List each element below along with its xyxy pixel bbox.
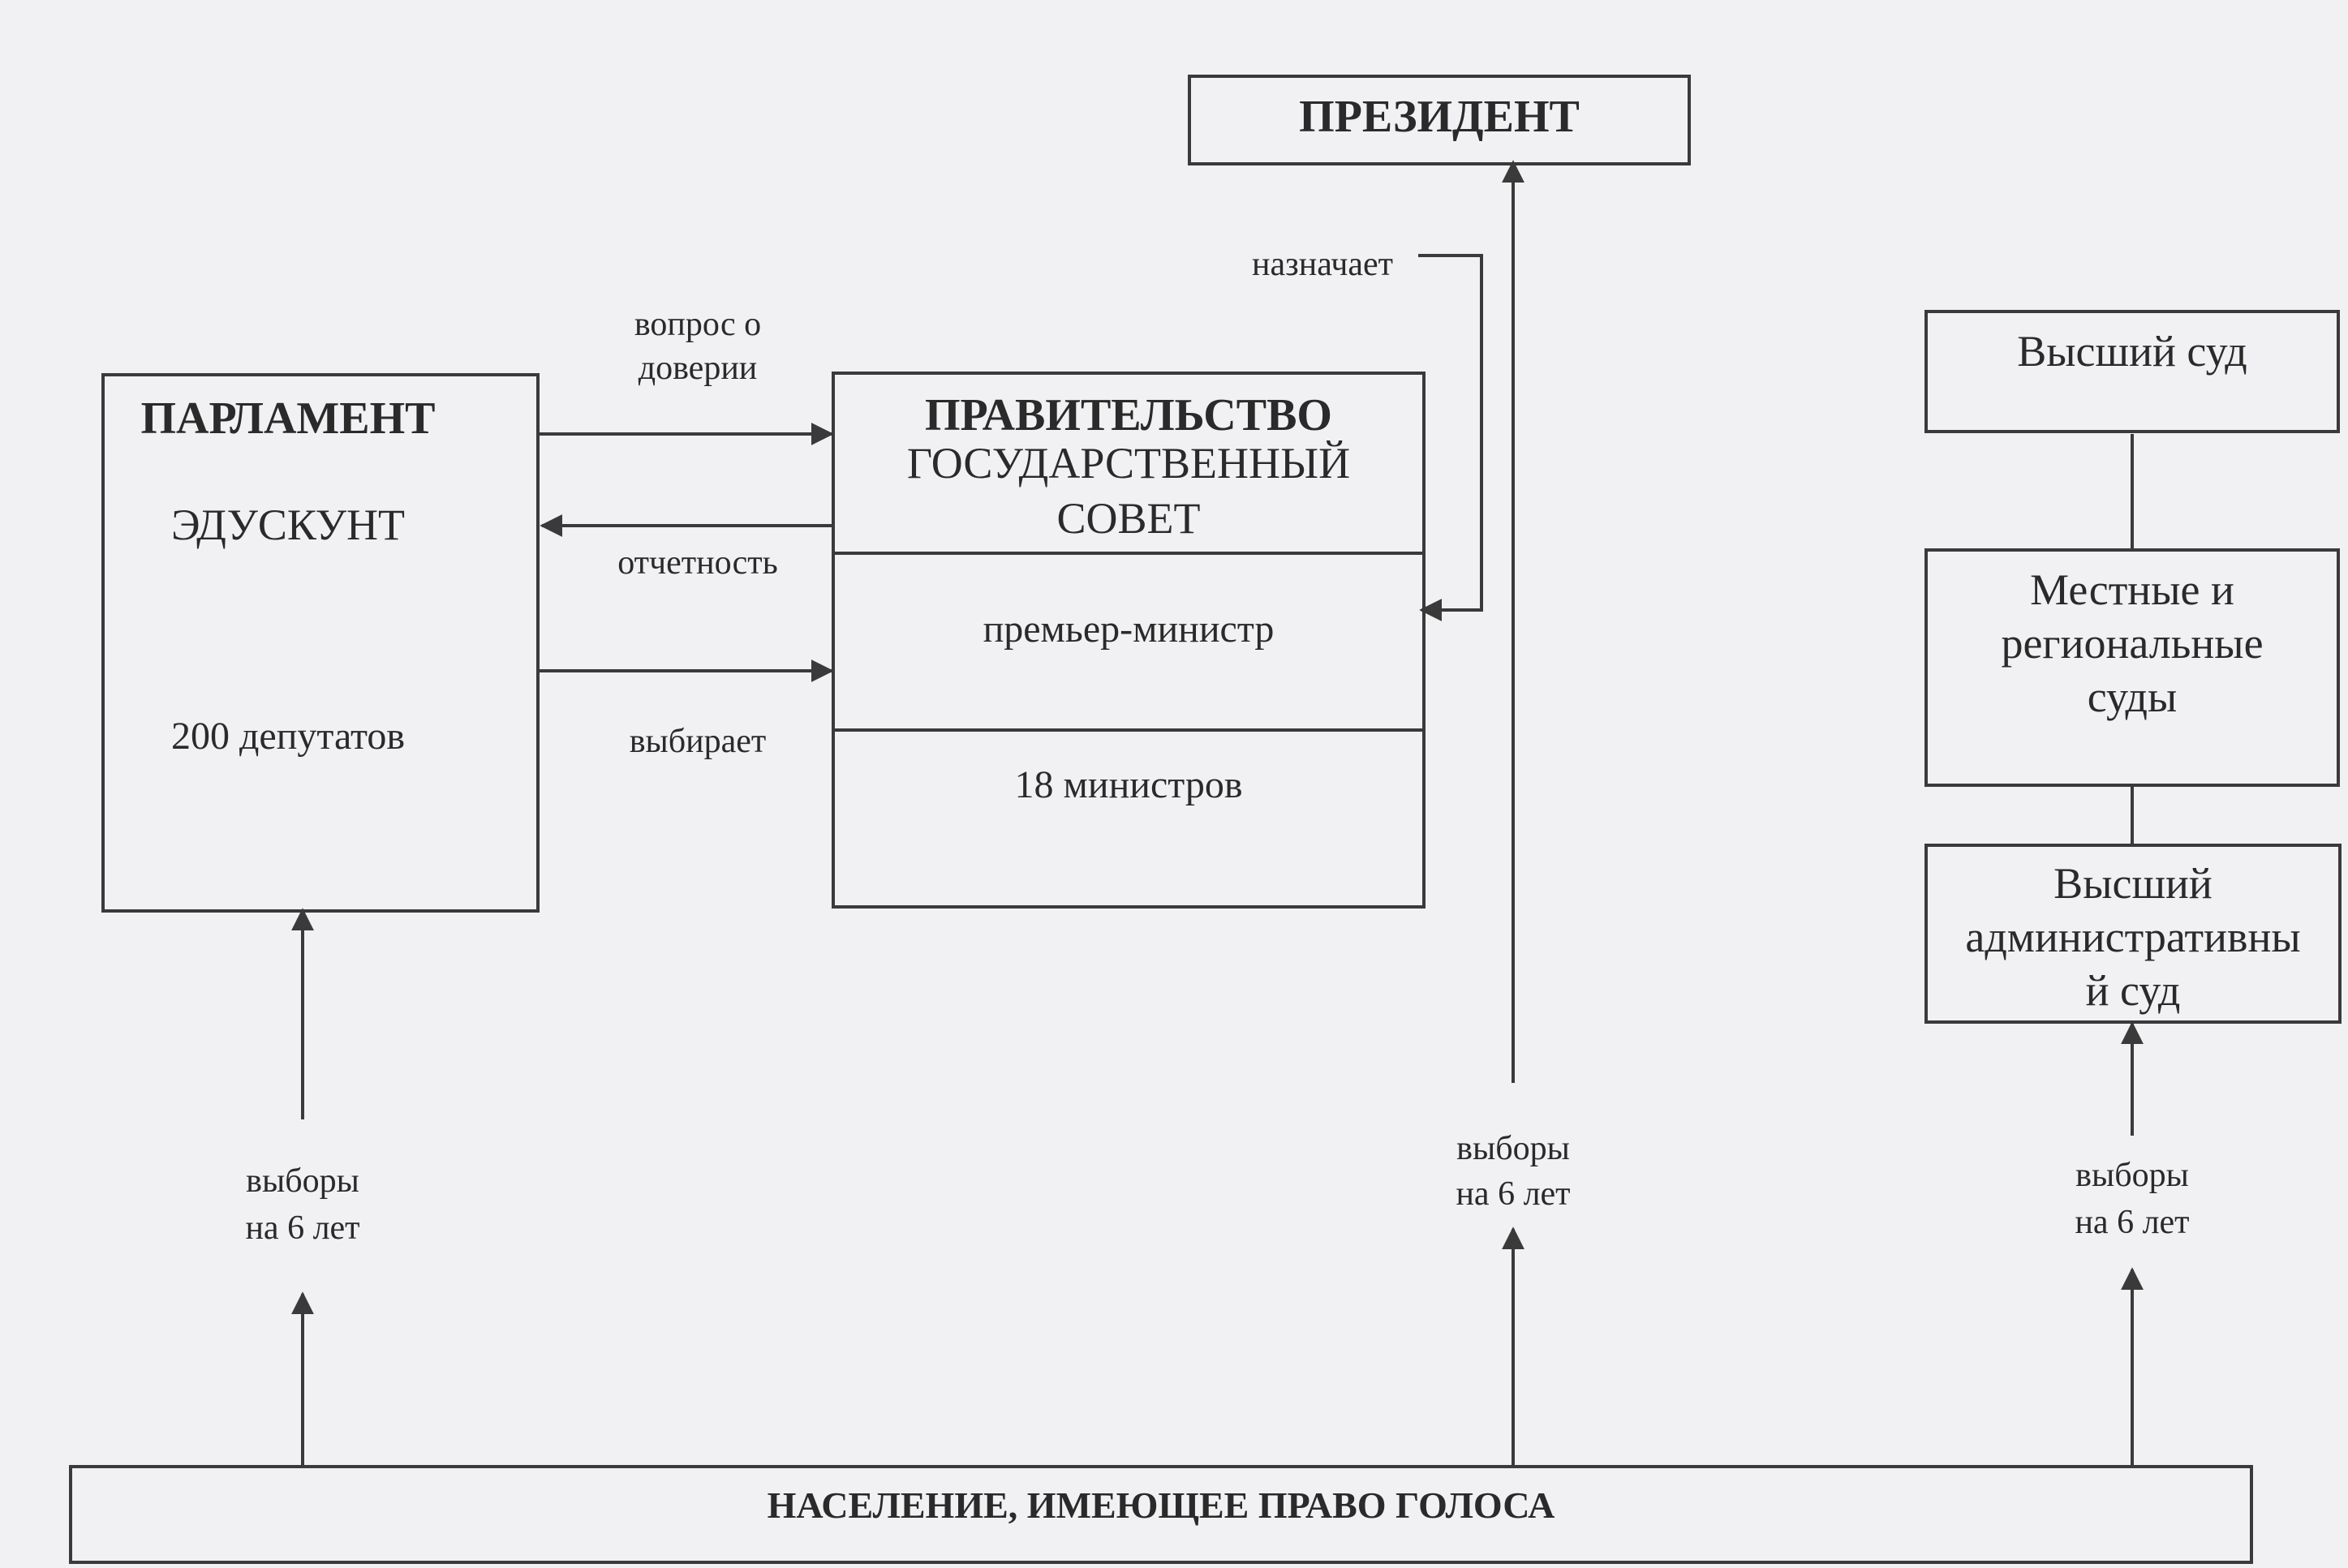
election-parliament-line2: на 6 лет: [245, 1209, 360, 1247]
local-courts-line2: региональные: [2001, 619, 2264, 668]
accountability-label: отчетность: [617, 544, 778, 582]
local-courts-line3: суды: [2087, 672, 2178, 721]
population-box: [69, 1465, 2253, 1564]
admin-court-line3: й суд: [2085, 966, 2181, 1015]
local-courts-box: [1924, 548, 2340, 787]
government-title: ПРАВИТЕЛЬСТВО: [925, 390, 1332, 440]
election-parliament-line1: выборы: [246, 1162, 359, 1200]
appoints-label: назначает: [1252, 246, 1393, 283]
government-subtitle: ГОСУДАРСТВЕННЫЙ: [906, 439, 1351, 488]
elects-label: выбирает: [629, 723, 767, 760]
admin-court-line2: административны: [1965, 913, 2301, 961]
election-courts-line2: на 6 лет: [2075, 1204, 2190, 1241]
parliament-box: [101, 373, 540, 913]
parliament-title: ПАРЛАМЕНТ: [140, 393, 436, 444]
appoints-arrow: [1418, 254, 1483, 621]
election-president-line2: на 6 лет: [1456, 1175, 1571, 1213]
parliament-name: ЭДУСКУНТ: [170, 500, 405, 549]
government-head: премьер-министр: [983, 608, 1275, 651]
confidence-label-line1: вопрос о: [634, 306, 762, 343]
confidence-label-line2: доверии: [638, 350, 758, 387]
population-title: НАСЕЛЕНИЕ, ИМЕЮЩЕЕ ПРАВО ГОЛОСА: [767, 1484, 1555, 1526]
parliament-members: 200 депутатов: [170, 715, 406, 758]
president-title: ПРЕЗИДЕНТ: [1299, 92, 1580, 142]
government-box: [832, 372, 1426, 909]
admin-court-box: [1924, 844, 2342, 1024]
supreme-court-label: Высший суд: [2017, 327, 2247, 376]
government-subtitle-2: СОВЕТ: [1056, 494, 1201, 543]
president-box: [1188, 75, 1691, 165]
supreme-court-box: [1924, 310, 2340, 433]
election-courts-line1: выборы: [2075, 1157, 2189, 1194]
government-members: 18 министров: [1014, 763, 1243, 806]
election-president-line1: выборы: [1456, 1130, 1570, 1167]
local-courts-line1: Местные и: [2030, 565, 2234, 614]
admin-court-line1: Высший: [2053, 859, 2213, 908]
